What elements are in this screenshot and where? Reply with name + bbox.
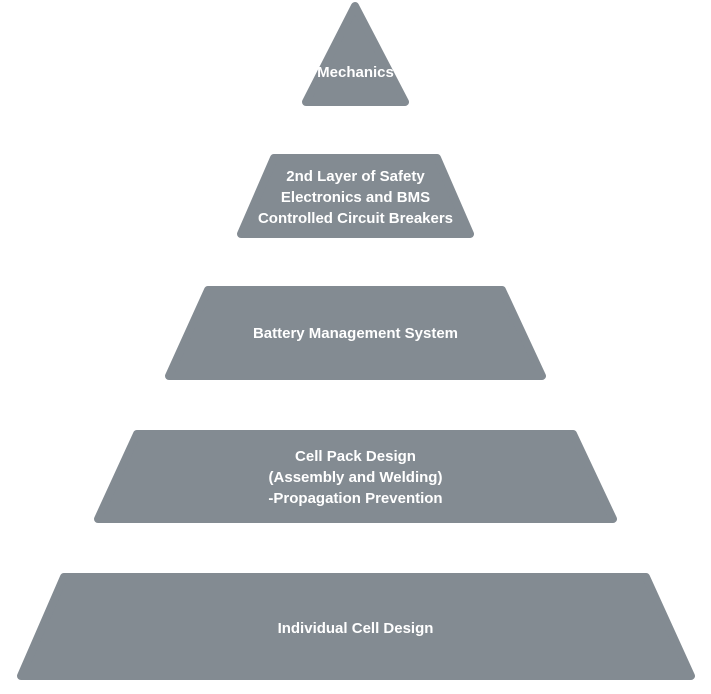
tier-label-line: Battery Management System bbox=[252, 325, 459, 342]
tier-mechanics-shape bbox=[302, 2, 409, 106]
tier-label-line: 2nd Layer of Safety bbox=[286, 168, 425, 185]
tier-safety-layer-label: 2nd Layer of Safety Electronics and BMS … bbox=[0, 166, 711, 229]
tier-bms-label: Battery Management System bbox=[0, 323, 711, 344]
tier-label-line: Individual Cell Design bbox=[277, 620, 434, 637]
tier-bms-shape bbox=[165, 286, 546, 380]
tier-label-line: Controlled Circuit Breakers bbox=[257, 210, 454, 227]
tier-label-line: -Propagation Prevention bbox=[268, 490, 443, 507]
tier-cell-pack-label: Cell Pack Design (Assembly and Welding) … bbox=[0, 446, 711, 509]
tier-individual-cell-shape bbox=[17, 573, 695, 680]
tier-mechanics-label: Mechanics bbox=[0, 62, 711, 83]
tier-label-line: Cell Pack Design bbox=[295, 448, 416, 465]
tier-label-line: Mechanics bbox=[317, 64, 394, 81]
tier-individual-cell-label: Individual Cell Design bbox=[0, 618, 711, 639]
tier-label-line: Electronics and BMS bbox=[280, 189, 431, 206]
tier-label-line: (Assembly and Welding) bbox=[268, 469, 443, 486]
tier-cell-pack-shape bbox=[94, 430, 617, 523]
tier-safety-layer-shape bbox=[237, 154, 474, 238]
